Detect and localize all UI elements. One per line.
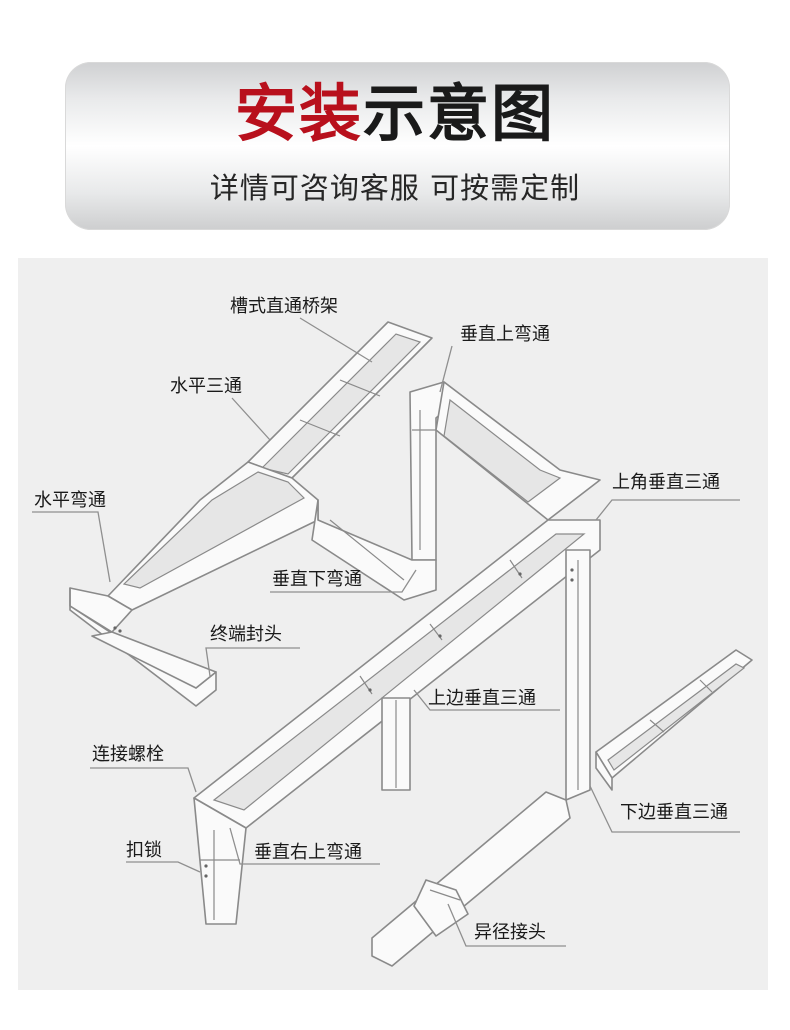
cable-tray-sketch [69,321,753,967]
label-lock: 扣锁 [126,840,162,861]
label-top-vertical-tee: 上边垂直三通 [428,688,536,709]
component-labels: 槽式直通桥架 垂直上弯通 水平三通 上角垂直三通 水平弯通 垂直下弯通 终端封头… [34,296,728,943]
label-vertical-down-bend: 垂直下弯通 [272,569,362,590]
label-end-cap: 终端封头 [210,624,282,645]
vertical-right-up-bend-shape [193,797,247,925]
reducer-shape [413,879,469,937]
label-corner-vertical-tee: 上角垂直三通 [612,472,720,493]
label-bottom-vertical-tee: 下边垂直三通 [620,802,728,823]
title-highlight: 安装 [234,77,363,150]
end-cap-tray-shape [69,587,217,707]
label-horizontal-bend: 水平弯通 [34,490,106,511]
lower-straight-shape [371,791,571,967]
label-vertical-right-up-bend: 垂直右上弯通 [254,842,362,863]
vertical-down-bend-shape [311,499,437,601]
title-rest: 示意图 [363,77,556,150]
label-reducer: 异径接头 [474,922,546,943]
page-subtitle: 详情可咨询客服 可按需定制 [209,171,581,205]
leader-lines [32,317,740,947]
page-title: 安装示意图 [0,78,790,150]
header-banner [65,62,730,230]
label-connecting-bolt: 连接螺栓 [92,744,164,765]
label-vertical-up-bend: 垂直上弯通 [460,324,550,345]
label-horizontal-tee: 水平三通 [170,376,242,397]
label-straight-tray: 槽式直通桥架 [230,296,338,317]
diagram-panel [18,258,768,990]
